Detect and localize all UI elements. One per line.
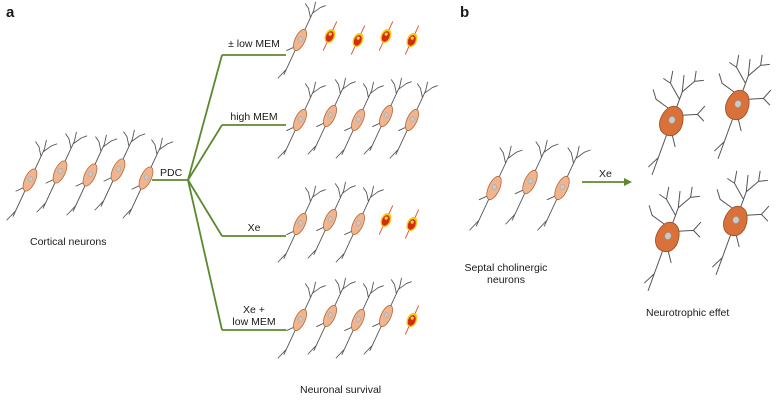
surviving-neuron bbox=[277, 281, 326, 359]
trophic-neuron bbox=[644, 186, 702, 292]
surviving-neuron bbox=[363, 77, 412, 155]
neurotrophic-effect-label: Neurotrophic effet bbox=[646, 307, 730, 319]
xe-arrow-head bbox=[624, 178, 632, 186]
branch-diagonal bbox=[187, 54, 223, 181]
dying-cell bbox=[378, 205, 394, 235]
cortical-neurons-label: Cortical neurons bbox=[30, 236, 107, 248]
surviving-neuron bbox=[307, 181, 356, 259]
dying-cell bbox=[378, 21, 394, 51]
surviving-neuron bbox=[307, 77, 356, 155]
branch-diagonal bbox=[187, 124, 223, 181]
dying-cell bbox=[350, 25, 366, 55]
dying-cell bbox=[404, 25, 420, 55]
surviving-neuron bbox=[335, 281, 384, 359]
trophic-neuron bbox=[648, 70, 706, 176]
branch-diagonal bbox=[187, 179, 223, 237]
branch-label-high-mem: high MEM bbox=[222, 111, 286, 123]
cortical-neuron bbox=[66, 134, 118, 216]
cortical-neuron bbox=[36, 131, 88, 213]
trophic-neuron bbox=[712, 170, 770, 276]
branch-connectors bbox=[152, 54, 632, 331]
dying-cell bbox=[404, 305, 420, 335]
branch-label-xe-low-mem-line1: Xe + bbox=[243, 304, 265, 316]
septal-neurons-label-line2: neurons bbox=[487, 274, 525, 286]
neuron-cells bbox=[6, 1, 772, 359]
branch-label-low-mem-line1: ± low MEM bbox=[228, 38, 280, 50]
dying-cell bbox=[404, 209, 420, 239]
cortical-neuron bbox=[94, 129, 146, 211]
septal-neuron bbox=[505, 139, 559, 225]
septal-neurons-label-line1: Septal cholinergic bbox=[464, 262, 548, 274]
cortical-neuron bbox=[6, 139, 58, 221]
branch-label-low-mem: ± low MEM bbox=[222, 38, 286, 50]
surviving-neuron bbox=[363, 277, 412, 355]
pdc-label: PDC bbox=[160, 167, 183, 179]
panel-a-letter: a bbox=[6, 4, 15, 21]
surviving-neuron bbox=[277, 81, 326, 159]
xe-arrow-label: Xe bbox=[599, 168, 612, 180]
surviving-neuron bbox=[307, 277, 356, 355]
septal-neuron bbox=[537, 145, 591, 231]
surviving-neuron bbox=[277, 185, 326, 263]
branch-diagonal bbox=[187, 179, 223, 331]
branch-label-xe-low-mem-line2: low MEM bbox=[232, 316, 276, 328]
septal-neuron bbox=[469, 145, 523, 231]
branch-label-xe: Xe bbox=[222, 222, 286, 234]
cortical-neuron bbox=[122, 137, 174, 219]
surviving-neuron bbox=[335, 185, 384, 263]
neuronal-survival-label: Neuronal survival bbox=[300, 384, 382, 396]
surviving-neuron bbox=[277, 1, 326, 79]
surviving-neuron bbox=[389, 81, 438, 159]
dying-cell bbox=[322, 21, 338, 51]
branch-label-xe-low-mem: Xe + low MEM bbox=[222, 304, 286, 328]
surviving-neuron bbox=[335, 81, 384, 159]
trophic-neuron bbox=[714, 54, 772, 160]
panel-b-letter: b bbox=[460, 4, 470, 21]
branch-label-xe-line1: Xe bbox=[247, 222, 261, 234]
septal-neurons-label: Septal cholinergic neurons bbox=[456, 262, 556, 286]
branch-label-high-mem-line1: high MEM bbox=[230, 111, 278, 123]
